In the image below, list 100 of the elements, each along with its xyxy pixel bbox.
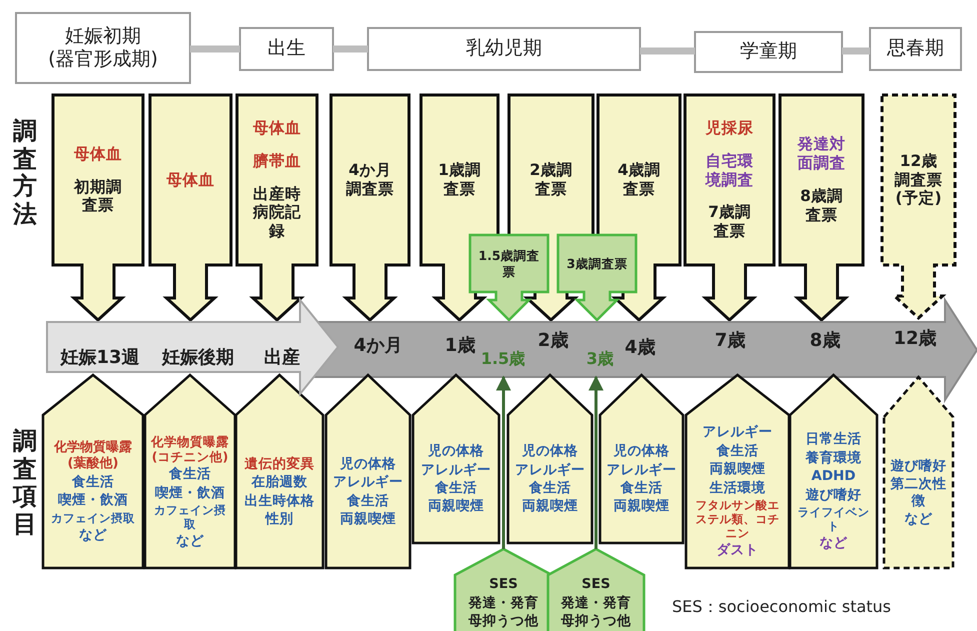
item-text: 食生活 <box>435 480 477 496</box>
item-text: 発達・発育 <box>561 594 631 612</box>
method-text: 児採尿 <box>706 118 754 138</box>
footnote: SES：socioeconomic status <box>672 597 892 618</box>
item-text: 両親喫煙 <box>710 461 766 478</box>
method-arrow-box <box>237 95 317 320</box>
item-text: 両親喫煙 <box>614 498 670 515</box>
item-arrow-box <box>455 549 552 631</box>
item-text: 児の体格 <box>522 443 578 460</box>
phase-label: 乳幼児期 <box>466 37 542 61</box>
item-text: など <box>820 535 848 552</box>
method-arrow-box <box>882 95 955 318</box>
phase-label: 思春期 <box>887 37 944 61</box>
method-arrow-box <box>53 95 143 320</box>
method-text: 1.5歳調査票 <box>478 248 540 279</box>
item-text: カフェイン摂取 <box>153 502 227 531</box>
method-text: 自宅環境調査 <box>704 152 754 190</box>
item-text: 化学物質曝露(葉酸他) <box>52 440 133 472</box>
timeline-label: 3歳 <box>586 349 614 368</box>
item-text: など <box>176 533 204 550</box>
method-text: 1歳調査票 <box>437 161 482 199</box>
item-arrow-box <box>884 377 953 568</box>
item-text: アレルギー <box>333 474 403 490</box>
item-text: 両親喫煙 <box>340 510 396 528</box>
item-text: SES <box>489 576 518 593</box>
item-text: 両親喫煙 <box>428 498 484 515</box>
timeline-label: 12歳 <box>893 328 937 350</box>
item-text: 食生活 <box>347 492 389 509</box>
arrow <box>496 376 511 549</box>
item-text: 遊び嗜好 <box>806 486 862 504</box>
method-arrow-box <box>685 95 774 320</box>
timeline-label: 8歳 <box>810 330 840 352</box>
arrow <box>588 376 604 549</box>
method-text: 初期調査票 <box>72 178 123 216</box>
timeline-label: 出産 <box>264 347 300 369</box>
phase-box <box>368 28 640 70</box>
item-arrow-box <box>43 375 143 568</box>
item-text: 喫煙・飲酒 <box>155 484 225 501</box>
item-text: 食生活 <box>72 474 114 490</box>
item-text: 児の体格 <box>428 443 484 460</box>
item-text: 遊び嗜好 <box>890 458 946 474</box>
connector-line <box>333 46 368 52</box>
item-text: カフェイン摂取 <box>51 510 135 525</box>
item-text: 化学物質曝露(コチニン他) <box>150 434 230 464</box>
method-arrow-box <box>470 235 548 320</box>
connector-line <box>190 46 240 52</box>
item-text: アレルギー <box>702 424 772 441</box>
method-text: 4か月調査票 <box>345 161 395 199</box>
item-text: 在胎週数 <box>252 474 308 490</box>
item-text: など <box>904 510 932 528</box>
method-text: 母体血 <box>166 170 214 190</box>
item-text: 食生活 <box>529 480 571 496</box>
phase-box <box>16 13 190 83</box>
item-text: 児の体格 <box>340 456 396 472</box>
timeline-label: 4歳 <box>624 337 656 359</box>
item-arrow-box <box>600 375 683 543</box>
method-text: 母体血 <box>74 144 122 164</box>
item-text: など <box>79 526 107 544</box>
timeline-label: 7歳 <box>714 330 746 352</box>
item-text: 母抑うつ他 <box>468 613 538 630</box>
item-text: 性別 <box>266 510 294 528</box>
phase-label: 出生 <box>268 37 306 61</box>
method-text: 7歳調査票 <box>707 203 752 242</box>
timeline-label: 妊娠13週 <box>60 347 140 369</box>
item-arrow-box <box>548 549 644 631</box>
item-text: 遺伝的変異 <box>244 456 314 472</box>
timeline-label: 妊娠後期 <box>162 347 234 369</box>
method-text: 4歳調査票 <box>616 161 662 199</box>
item-arrow-box <box>508 375 592 543</box>
method-text: 臍帯血 <box>253 152 301 171</box>
connector-line <box>842 48 870 54</box>
method-text: 3歳調査票 <box>566 256 628 272</box>
item-arrow-box <box>236 375 323 568</box>
row-heading: 調査方法 <box>13 118 38 228</box>
phase-box <box>240 28 333 70</box>
timeline-label: 2歳 <box>538 330 568 352</box>
item-text: 出生時体格 <box>244 492 314 509</box>
item-text: アレルギー <box>515 462 585 478</box>
timeline-label: 4か月 <box>354 335 402 357</box>
item-text: ADHD <box>811 468 856 485</box>
item-text: ライフイベント <box>796 505 870 534</box>
item-arrow-box <box>326 375 410 568</box>
method-arrow-box <box>558 235 636 320</box>
item-text: 両親喫煙 <box>522 498 578 515</box>
item-text: アレルギー <box>421 462 491 478</box>
method-text: 2歳調査票 <box>528 161 574 199</box>
item-text: ダスト <box>716 542 758 559</box>
item-text: 食生活 <box>620 480 662 496</box>
item-text: 発達・発育 <box>468 594 538 612</box>
timeline-label: 1.5歳 <box>480 349 526 368</box>
method-arrow-box <box>331 95 409 320</box>
item-text: 児の体格 <box>614 443 670 460</box>
phase-box <box>870 28 961 70</box>
item-text: 生活環境 <box>710 480 766 496</box>
phase-label: 学童期 <box>740 40 797 64</box>
item-text: SES <box>582 576 610 593</box>
item-arrow-box <box>145 375 235 568</box>
item-text: アレルギー <box>606 462 676 478</box>
phase-label: 妊娠初期(器官形成期) <box>47 24 159 72</box>
method-text: 発達対面調査 <box>796 135 846 173</box>
